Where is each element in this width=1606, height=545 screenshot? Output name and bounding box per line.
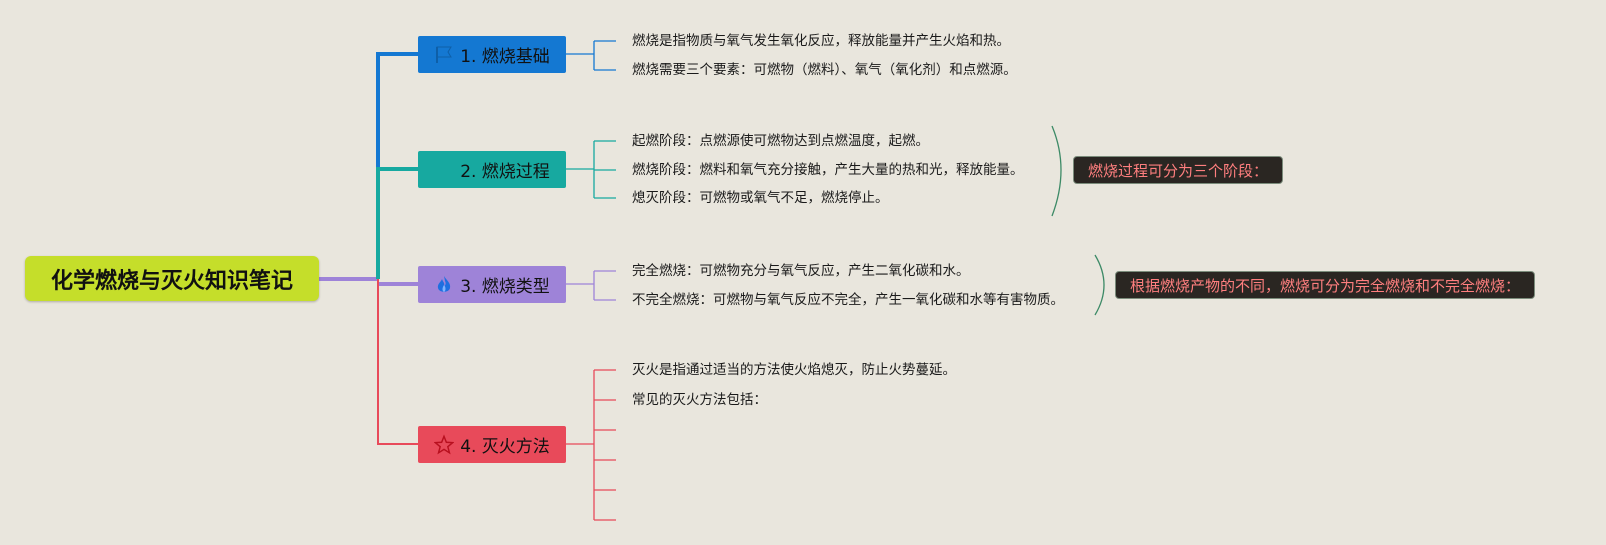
leaf-text: 燃烧阶段：燃料和氧气充分接触，产生大量的热和光，释放能量。 (632, 162, 1024, 178)
branch-burning-process[interactable]: 2. 燃烧过程 (418, 151, 566, 188)
branch-fire-extinguishing[interactable]: 4. 灭火方法 (418, 426, 566, 463)
leaf-text: 灭火是指通过适当的方法使火焰熄灭，防止火势蔓延。 (632, 362, 956, 378)
leaf-text: 常见的灭火方法包括： (632, 392, 767, 408)
branch-burning-types[interactable]: 3. 燃烧类型 (418, 266, 566, 303)
branch-label: 2. 燃烧过程 (460, 162, 550, 182)
branch-label: 4. 灭火方法 (460, 437, 550, 457)
leaf-text: 完全燃烧：可燃物充分与氧气反应，产生二氧化碳和水。 (632, 263, 970, 279)
root-topic[interactable]: 化学燃烧与灭火知识笔记 (25, 256, 319, 301)
branch-label: 1. 燃烧基础 (460, 47, 550, 67)
summary-burning-types[interactable]: 根据燃烧产物的不同，燃烧可分为完全燃烧和不完全燃烧： (1115, 271, 1536, 299)
leaf-text: 起燃阶段：点燃源使可燃物达到点燃温度，起燃。 (632, 133, 929, 149)
flame-icon (434, 275, 454, 295)
flag-icon (434, 45, 454, 65)
summary-process-stages[interactable]: 燃烧过程可分为三个阶段： (1073, 156, 1284, 184)
blank-icon (434, 160, 454, 180)
branch-label: 3. 燃烧类型 (460, 277, 550, 297)
star-icon (434, 433, 455, 455)
leaf-text: 燃烧是指物质与氧气发生氧化反应，释放能量并产生火焰和热。 (632, 33, 1010, 49)
leaf-text: 燃烧需要三个要素：可燃物（燃料）、氧气（氧化剂）和点燃源。 (632, 62, 1017, 78)
branch-burning-basics[interactable]: 1. 燃烧基础 (418, 36, 566, 73)
leaf-text: 熄灭阶段：可燃物或氧气不足，燃烧停止。 (632, 190, 889, 206)
leaf-text: 不完全燃烧：可燃物与氧气反应不完全，产生一氧化碳和水等有害物质。 (632, 292, 1064, 308)
